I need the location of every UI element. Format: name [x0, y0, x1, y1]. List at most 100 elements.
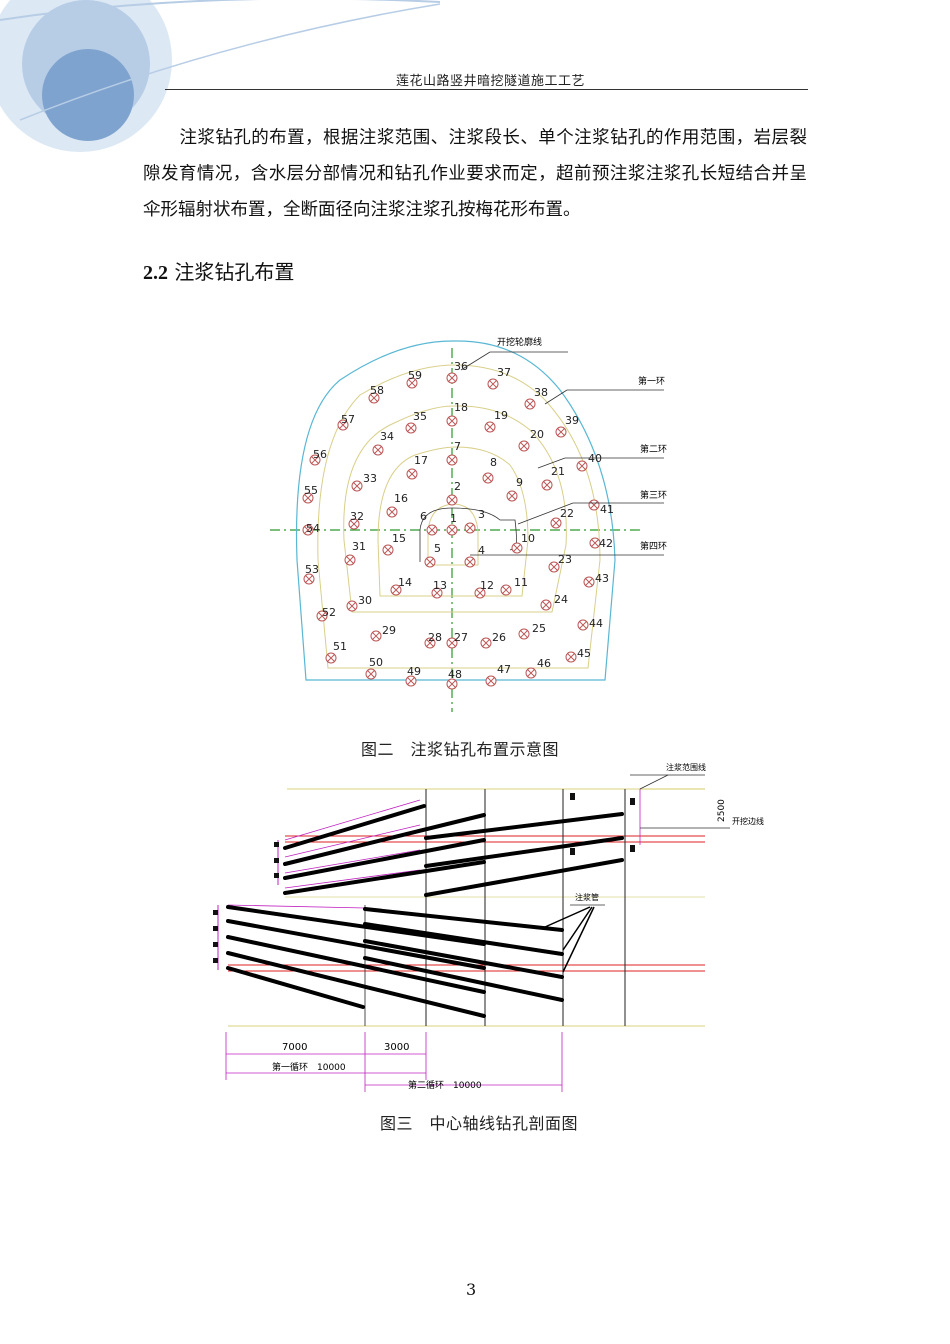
hole-label-51: 51	[333, 640, 347, 653]
hole-cross	[339, 421, 347, 429]
hole-label-2: 2	[454, 480, 461, 493]
hole-label-59: 59	[408, 369, 422, 382]
hole-label-54: 54	[306, 522, 320, 535]
hole-label-42: 42	[599, 537, 613, 550]
hole-label-55: 55	[304, 484, 318, 497]
hole-label-30: 30	[358, 594, 372, 607]
hole-label-33: 33	[363, 472, 377, 485]
hole-cross	[513, 544, 521, 552]
label-ring4: 第四环	[640, 540, 667, 552]
label-ring3: 第三环	[640, 489, 667, 501]
section-title: 注浆钻孔布置	[174, 260, 295, 284]
hole-cross	[392, 586, 400, 594]
hole-cross	[374, 446, 382, 454]
hole-cross	[466, 558, 474, 566]
hole-cross	[346, 556, 354, 564]
hole-label-58: 58	[370, 384, 384, 397]
hole-cross	[426, 558, 434, 566]
hole-cross	[578, 462, 586, 470]
hole-label-1: 1	[450, 512, 457, 525]
hole-label-16: 16	[394, 492, 408, 505]
hole-cross	[579, 621, 587, 629]
hole-cross	[448, 639, 456, 647]
hole-cross	[508, 492, 516, 500]
hole-cross	[550, 563, 558, 571]
hole-label-5: 5	[434, 542, 441, 555]
hole-cross	[448, 496, 456, 504]
hole-cross	[384, 546, 392, 554]
hole-cross	[526, 400, 534, 408]
figure-3-caption: 图三 中心轴线钻孔剖面图	[380, 1114, 579, 1133]
hole-label-22: 22	[560, 507, 574, 520]
hole-cross	[466, 524, 474, 532]
label-dim-2500: 2500	[717, 799, 727, 822]
hole-label-52: 52	[322, 606, 336, 619]
section-heading: 2.2 注浆钻孔布置	[143, 256, 294, 285]
label-outline: 开挖轮廓线	[497, 336, 542, 348]
label-ring2: 第二环	[640, 443, 667, 455]
hole-cross	[542, 601, 550, 609]
label-grout-pipe: 注浆管	[575, 892, 599, 902]
hole-label-45: 45	[577, 647, 591, 660]
hole-label-14: 14	[398, 576, 412, 589]
hole-label-7: 7	[454, 440, 461, 453]
label-dim-3000: 3000	[384, 1042, 409, 1053]
hole-label-31: 31	[352, 540, 366, 553]
hole-cross	[543, 481, 551, 489]
hole-cross	[591, 539, 599, 547]
hole-cross	[433, 589, 441, 597]
hole-cross	[502, 586, 510, 594]
hole-cross	[318, 612, 326, 620]
hole-cross	[370, 394, 378, 402]
page-number: 3	[466, 1280, 477, 1299]
hole-label-12: 12	[480, 579, 494, 592]
hole-label-40: 40	[588, 452, 602, 465]
hole-label-50: 50	[369, 656, 383, 669]
label-dim-7000: 7000	[282, 1042, 307, 1053]
hole-cross	[489, 380, 497, 388]
hole-label-13: 13	[433, 579, 447, 592]
hole-label-38: 38	[534, 386, 548, 399]
hole-cross	[353, 482, 361, 490]
hole-cross	[304, 494, 312, 502]
hole-label-34: 34	[380, 430, 394, 443]
hole-label-37: 37	[497, 366, 511, 379]
hole-cross	[372, 632, 380, 640]
hole-cross	[487, 677, 495, 685]
hole-cross	[428, 526, 436, 534]
hole-cross	[350, 520, 358, 528]
hole-label-8: 8	[490, 456, 497, 469]
hole-cross	[305, 575, 313, 583]
hole-label-26: 26	[492, 631, 506, 644]
figure-3-section: 注浆范围线 2500 开挖边线 注浆管 7000 3000 第一循环 10000…	[213, 762, 764, 1092]
hole-label-24: 24	[554, 593, 568, 606]
hole-label-10: 10	[521, 532, 535, 545]
body-paragraph: 注浆钻孔的布置，根据注浆范围、注浆段长、单个注浆钻孔的作用范围，岩层裂隙发育情况…	[143, 128, 807, 220]
hole-label-47: 47	[497, 663, 511, 676]
hole-cross	[426, 639, 434, 647]
hole-cross	[407, 677, 415, 685]
hole-cross	[388, 508, 396, 516]
hole-cross	[448, 680, 456, 688]
hole-label-29: 29	[382, 624, 396, 637]
hole-label-32: 32	[350, 510, 364, 523]
hole-cross	[476, 589, 484, 597]
hole-cross	[552, 519, 560, 527]
hole-cross	[407, 424, 415, 432]
hole-cross	[484, 474, 492, 482]
hole-label-41: 41	[600, 503, 614, 516]
hole-label-9: 9	[516, 476, 523, 489]
hole-cross	[408, 379, 416, 387]
hole-cross	[486, 423, 494, 431]
hole-label-15: 15	[392, 532, 406, 545]
label-ring1-length: 第一循环 10000	[272, 1061, 346, 1073]
hole-cross	[520, 630, 528, 638]
hole-cross	[482, 639, 490, 647]
hole-label-39: 39	[565, 414, 579, 427]
label-ring2-length: 第二循环 10000	[408, 1079, 482, 1091]
hole-label-46: 46	[537, 657, 551, 670]
hole-label-21: 21	[551, 465, 565, 478]
hole-label-17: 17	[414, 454, 428, 467]
header-decoration	[0, 0, 441, 152]
hole-label-27: 27	[454, 631, 468, 644]
